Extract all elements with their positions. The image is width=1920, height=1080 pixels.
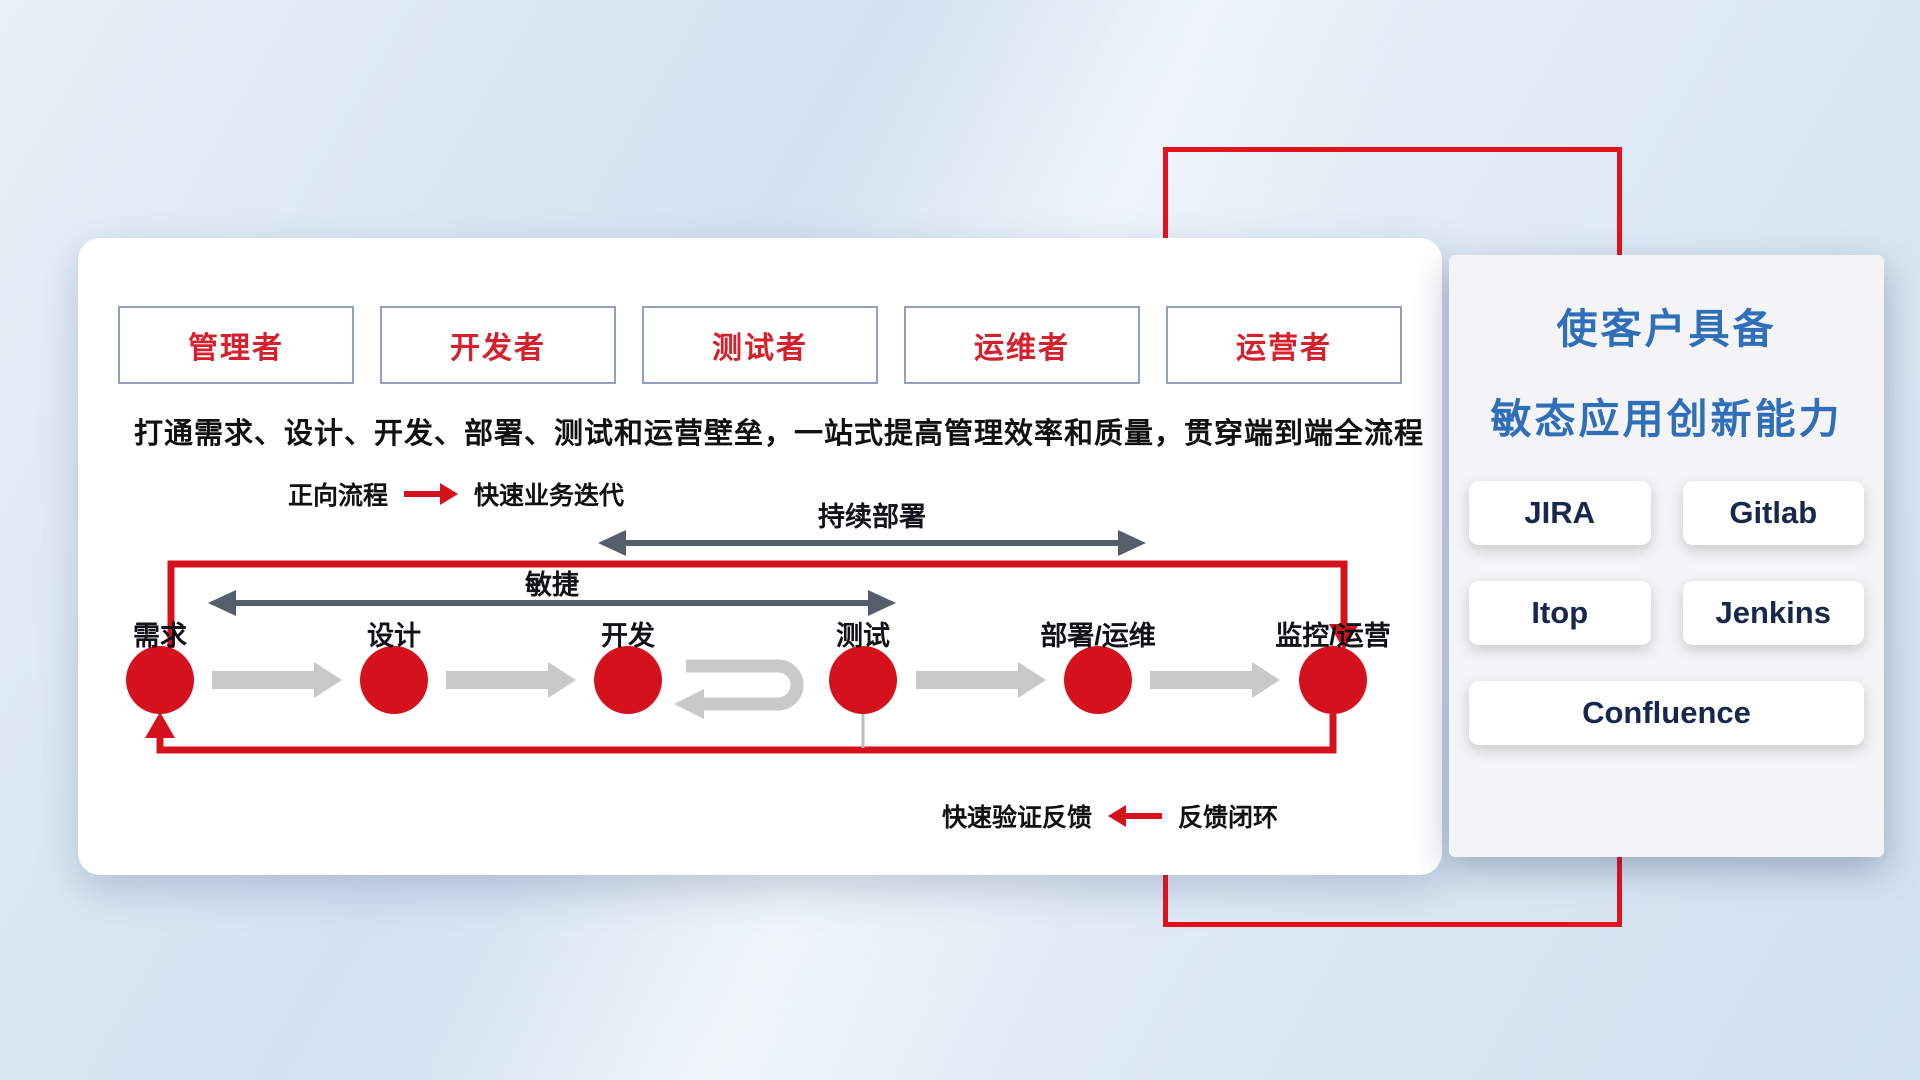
feedback-legend-desc: 快速验证反馈	[942, 804, 1093, 832]
role-label: 测试者	[712, 332, 808, 365]
forward-flow-arrowhead-icon	[1329, 624, 1359, 650]
node-monitor-operate	[1299, 646, 1367, 714]
node-deploy-ops	[1064, 646, 1132, 714]
node-label-design: 设计	[367, 621, 421, 651]
forward-flow-line	[167, 560, 1348, 648]
node-develop	[594, 646, 662, 714]
panel-title-line1: 使客户具备	[1556, 306, 1777, 352]
continuous-deploy-label: 持续部署	[818, 501, 926, 532]
agile-label: 敏捷	[524, 570, 580, 600]
tool-confluence: Confluence	[1469, 681, 1864, 745]
flow-diagram: 持续部署 敏捷 需求 设计 开发 测	[126, 501, 1391, 754]
role-label: 运营者	[1236, 332, 1332, 365]
agile-arrowhead-right-icon	[868, 590, 896, 616]
role-label: 开发者	[450, 332, 546, 365]
devops-flow-card: 管理者 开发者 测试者 运维者 运营者 打通需求、设计、开发、部署、测试和运营壁…	[78, 238, 1442, 875]
feedback-flow-line	[156, 714, 1337, 754]
feedback-flow-arrowhead-icon	[145, 712, 175, 738]
right-arrow-icon	[404, 483, 459, 505]
tools-grid: JIRA Gitlab Itop Jenkins Confluence	[1469, 481, 1864, 745]
agile-arrowhead-left-icon	[208, 590, 236, 616]
feedback-legend-label: 反馈闭环	[1178, 804, 1279, 832]
step-arrow-icon	[212, 662, 342, 698]
node-label-deploy-ops: 部署/运维	[1040, 620, 1156, 651]
step-arrow-icon	[446, 662, 576, 698]
forward-legend-label: 正向流程	[288, 482, 389, 510]
tool-itop: Itop	[1469, 581, 1651, 645]
role-box-tester: 测试者	[642, 306, 878, 384]
node-test	[829, 646, 897, 714]
iteration-loop-arrow-icon	[686, 659, 804, 711]
step-arrow-icon	[1150, 662, 1280, 698]
forward-legend: 正向流程 快速业务迭代	[288, 476, 624, 512]
node-design	[360, 646, 428, 714]
node-label-test: 测试	[836, 621, 890, 651]
continuous-deploy-arrowhead-right-icon	[1118, 530, 1146, 556]
role-label: 运维者	[974, 332, 1070, 365]
continuous-deploy-arrowhead-left-icon	[598, 530, 626, 556]
role-label: 管理者	[188, 332, 284, 365]
node-requirement	[126, 646, 194, 714]
panel-title-line2: 敏态应用创新能力	[1490, 396, 1843, 442]
feedback-legend: 快速验证反馈 反馈闭环	[942, 798, 1278, 834]
iteration-loop-arrowhead-icon	[674, 689, 704, 719]
role-box-developer: 开发者	[380, 306, 616, 384]
left-arrow-icon	[1108, 805, 1163, 827]
step-arrow-icon	[916, 662, 1046, 698]
tool-gitlab: Gitlab	[1682, 481, 1864, 545]
node-label-requirement: 需求	[133, 621, 187, 651]
node-label-monitor-operate: 监控/运营	[1275, 621, 1391, 651]
card-subtitle: 打通需求、设计、开发、部署、测试和运营壁垒，一站式提高管理效率和质量，贯穿端到端…	[134, 418, 1425, 450]
capability-panel: 使客户具备 敏态应用创新能力 JIRA Gitlab Itop Jenkins …	[1449, 255, 1884, 857]
role-box-manager: 管理者	[118, 306, 354, 384]
node-label-develop: 开发	[601, 620, 655, 651]
role-box-operator: 运营者	[1166, 306, 1402, 384]
role-box-ops: 运维者	[904, 306, 1140, 384]
tool-jira: JIRA	[1469, 481, 1651, 545]
forward-legend-desc: 快速业务迭代	[474, 482, 625, 510]
roles-row: 管理者 开发者 测试者 运维者 运营者	[118, 306, 1402, 384]
tool-jenkins: Jenkins	[1682, 581, 1864, 645]
